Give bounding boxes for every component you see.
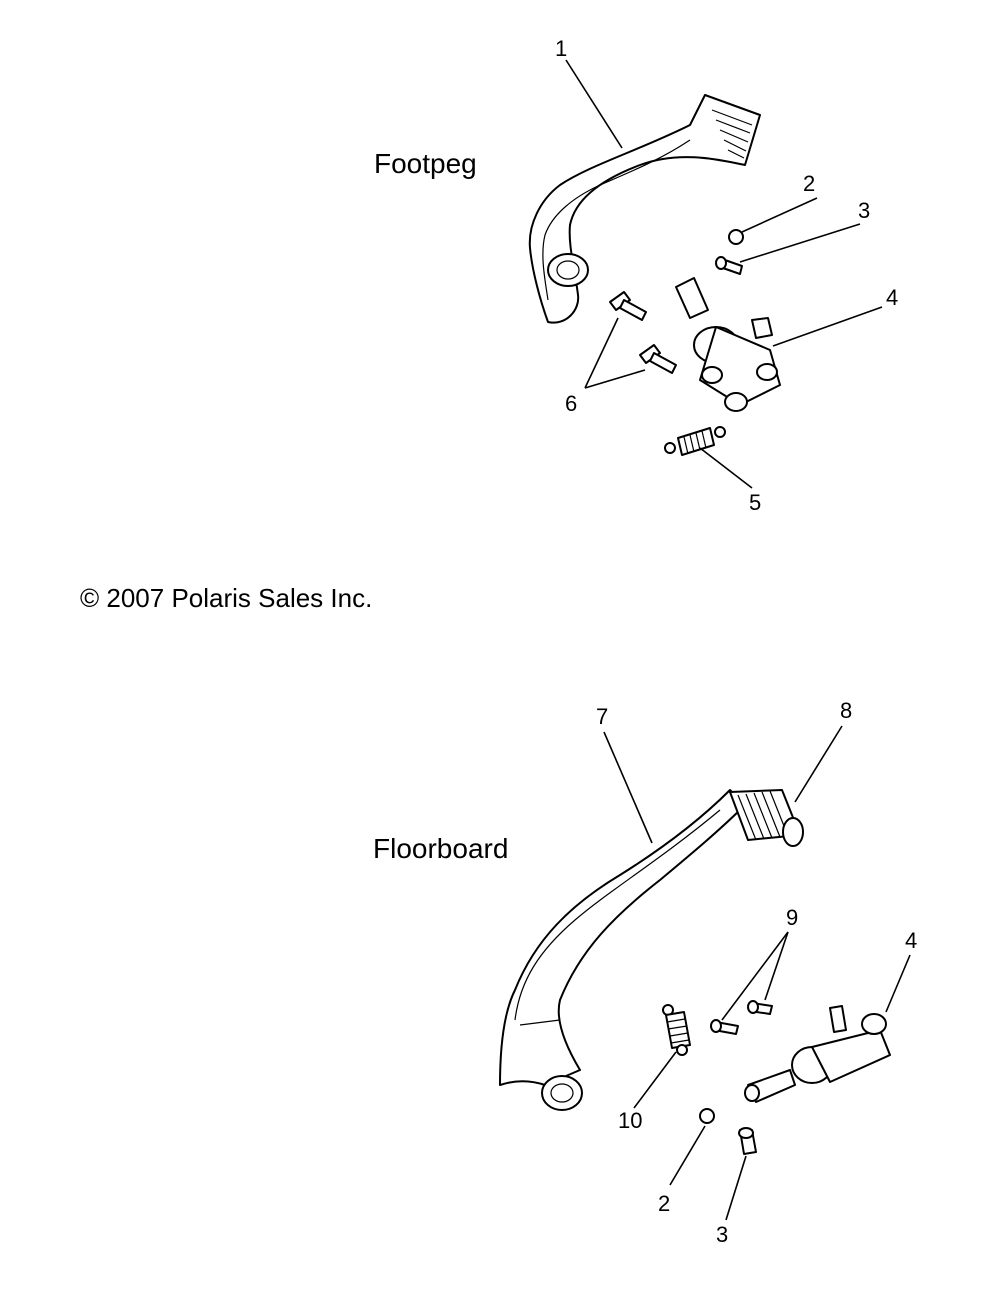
callout-footpeg-1: 1 (555, 36, 568, 61)
floorboard-e-clip (699, 1108, 715, 1124)
callout-footpeg-6: 6 (565, 391, 578, 416)
floorboard-brake-pedal (499, 789, 746, 1111)
callout-floorboard-9: 9 (786, 905, 799, 930)
callout-floorboard-8: 8 (840, 698, 853, 723)
callout-footpeg-3: 3 (858, 198, 871, 223)
callout-floorboard-3: 3 (716, 1222, 729, 1247)
footpeg-return-spring (664, 426, 726, 456)
copyright-text: © 2007 Polaris Sales Inc. (80, 583, 373, 613)
callout-floorboard-2: 2 (658, 1191, 671, 1216)
callout-floorboard-10: 10 (618, 1108, 643, 1133)
floorboard-pedal-grip (729, 789, 804, 847)
footpeg-clevis-pin (715, 256, 743, 275)
footpeg-brake-pedal (528, 94, 761, 324)
callout-footpeg-4: 4 (886, 285, 899, 310)
footpeg-e-clip (728, 229, 744, 245)
callout-floorboard-4: 4 (905, 928, 918, 953)
floorboard-master-cylinder (744, 1005, 891, 1103)
section-title-footpeg: Footpeg (374, 148, 477, 179)
floorboard-return-spring (662, 1004, 691, 1056)
section-title-floorboard: Floorboard (373, 833, 509, 864)
callout-floorboard-7: 7 (596, 704, 609, 729)
floorboard-clevis-pin (738, 1127, 757, 1155)
floorboard-clevis-pins (710, 1000, 773, 1035)
footpeg-master-cylinder (675, 277, 781, 412)
callout-footpeg-2: 2 (803, 171, 816, 196)
callout-footpeg-5: 5 (749, 490, 762, 515)
footpeg-bolts (609, 291, 677, 374)
